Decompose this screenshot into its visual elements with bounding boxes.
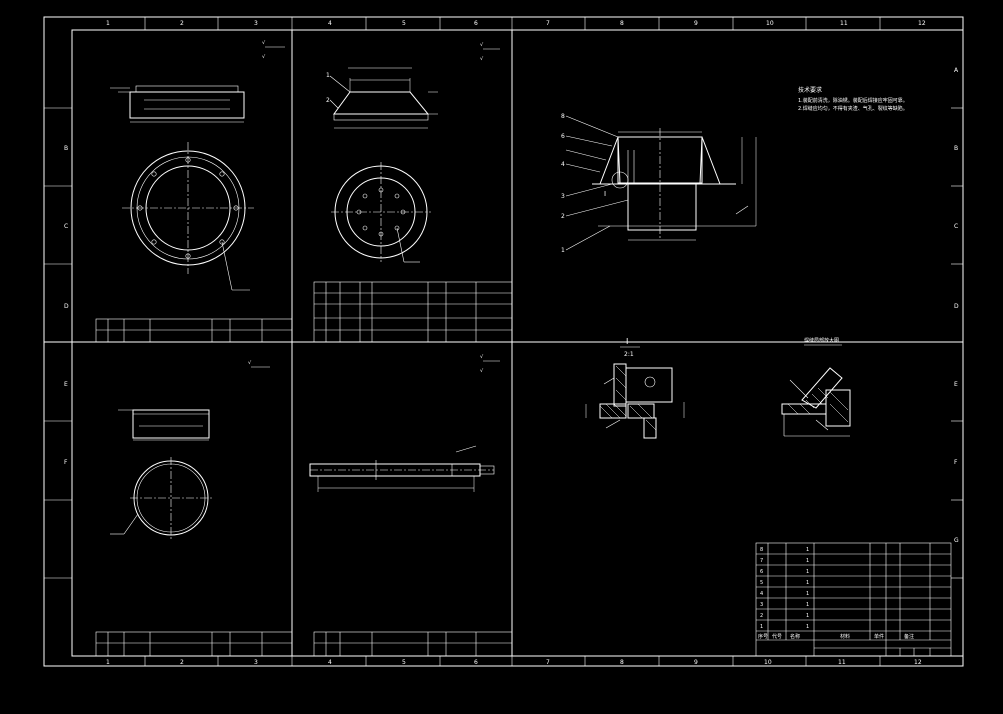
bom-cell: 8	[760, 547, 763, 553]
col-label: 8	[620, 659, 624, 666]
bom-cell: 1	[760, 624, 763, 630]
weld-detail-label: 焊缝局部放大图	[804, 337, 839, 344]
bom-cell: 1	[806, 569, 809, 575]
panel-rod-bottom-middle: √ √	[309, 354, 513, 657]
bom-cell: 6	[760, 569, 763, 575]
row-label: B	[954, 145, 958, 152]
row-label: E	[954, 381, 958, 388]
row-label: F	[64, 459, 68, 466]
bom-cell: 1	[806, 580, 809, 586]
col-label: 2	[180, 20, 184, 27]
bom-header: 序号	[758, 633, 768, 640]
bom-cell: 1	[806, 602, 809, 608]
bom-cell: 7	[760, 558, 763, 564]
bom-cell: 3	[760, 602, 763, 608]
zone-column-labels-top: 1 2 3 4 5 6 7 8 9 10 11 12	[106, 20, 926, 27]
bom-cell: 4	[760, 591, 763, 597]
row-label: A	[954, 67, 959, 74]
bom-header: 单件	[874, 633, 884, 640]
bom-cell: 5	[760, 580, 763, 586]
row-label: G	[954, 537, 959, 544]
zone-column-labels-bottom: 1 2 3 4 5 6 7 8 9 10 11 12	[106, 659, 922, 666]
bom-header: 名称	[790, 633, 800, 640]
detail-callout: I	[604, 190, 606, 198]
col-label: 3	[254, 20, 258, 27]
detail-scale: 2:1	[624, 351, 634, 358]
part-number: 8	[561, 113, 565, 120]
col-label: 12	[914, 659, 922, 666]
col-label: 7	[546, 20, 550, 27]
svg-text:√: √	[480, 56, 484, 62]
part-number: 4	[561, 161, 565, 168]
col-label: 9	[694, 659, 698, 666]
col-label: 8	[620, 20, 624, 27]
row-label: F	[954, 459, 958, 466]
col-label: 10	[764, 659, 772, 666]
part-number: 2	[561, 213, 565, 220]
tech-note-line: 2.焊缝应均匀，不得有夹渣、气孔、裂纹等缺陷。	[798, 105, 908, 112]
bom-cell: 1	[806, 624, 809, 630]
bom-header: 备注	[904, 633, 914, 640]
col-label: 3	[254, 659, 258, 666]
col-label: 12	[918, 20, 926, 27]
row-label: D	[64, 303, 69, 310]
bom-cell: 1	[806, 591, 809, 597]
col-label: 11	[840, 20, 848, 27]
panel-assembly: 技术要求 1.装配前清洗，除油锈。装配后焊接应牢固可靠。 2.焊缝应均匀，不得有…	[561, 86, 908, 439]
part-number: 1	[326, 72, 330, 79]
row-label: E	[64, 381, 68, 388]
svg-text:√: √	[480, 368, 484, 374]
tech-notes-title: 技术要求	[798, 86, 822, 94]
part-number: 2	[326, 97, 330, 104]
bom-cell: 1	[806, 613, 809, 619]
bom-header: 材料	[840, 633, 850, 640]
col-label: 11	[838, 659, 846, 666]
svg-text:√: √	[262, 54, 266, 60]
part-number: 3	[561, 193, 565, 200]
tech-note-line: 1.装配前清洗，除油锈。装配后焊接应牢固可靠。	[798, 97, 908, 104]
col-label: 6	[474, 20, 478, 27]
part-number: 1	[561, 247, 565, 254]
zone-ticks	[44, 17, 963, 666]
part-number: 6	[561, 133, 565, 140]
col-label: 10	[766, 20, 774, 27]
row-label: B	[64, 145, 68, 152]
col-label: 6	[474, 659, 478, 666]
panel-flange-top-left: √ √	[95, 40, 293, 343]
col-label: 4	[328, 659, 332, 666]
col-label: 7	[546, 659, 550, 666]
zone-row-labels: B C D E F A B C D E F G	[64, 67, 959, 544]
col-label: 9	[694, 20, 698, 27]
detail-view-label: I	[626, 337, 628, 346]
svg-text:√: √	[262, 40, 266, 46]
panel-ring-bottom-left: √	[95, 360, 293, 657]
bom-cell: 1	[806, 547, 809, 553]
col-label: 5	[402, 20, 406, 27]
inner-frame	[71, 29, 964, 657]
bom-table: 8 7 6 5 4 3 2 1 1 1 1 1 1 1 1 1 序号 代号 名称…	[755, 542, 952, 657]
col-label: 1	[106, 20, 110, 27]
svg-text:√: √	[248, 360, 252, 366]
row-label: C	[64, 223, 68, 230]
col-label: 1	[106, 659, 110, 666]
svg-text:√: √	[480, 42, 484, 48]
svg-text:√: √	[480, 354, 484, 360]
row-label: C	[954, 223, 958, 230]
bom-header: 代号	[772, 633, 782, 640]
col-label: 2	[180, 659, 184, 666]
panel-cone-top-middle: √ √ 1 2	[313, 42, 513, 343]
col-label: 5	[402, 659, 406, 666]
row-label: D	[954, 303, 959, 310]
col-label: 4	[328, 20, 332, 27]
bom-cell: 1	[806, 558, 809, 564]
bom-cell: 2	[760, 613, 763, 619]
